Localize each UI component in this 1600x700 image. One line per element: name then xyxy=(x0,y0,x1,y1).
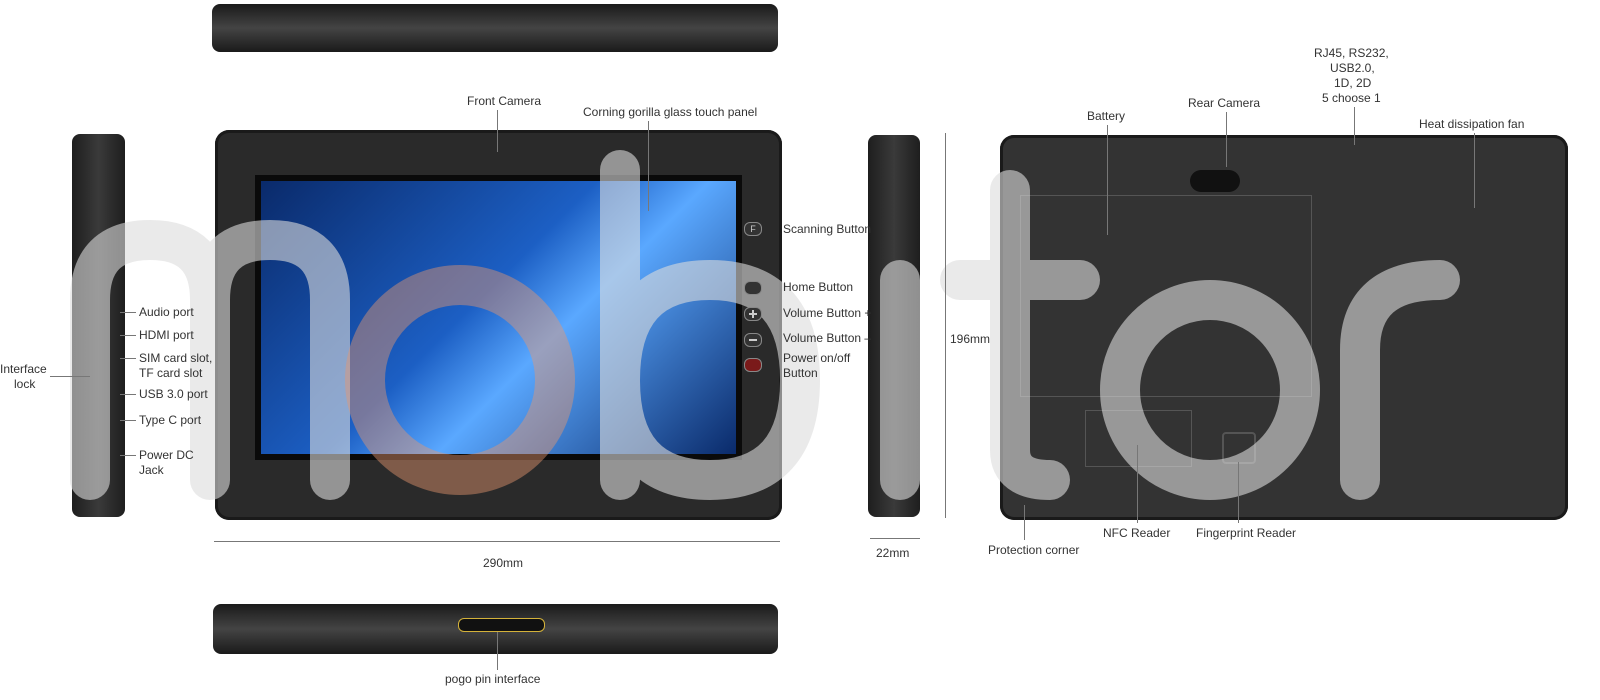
label-ports-1: RJ45, RS232, xyxy=(1314,46,1389,60)
label-fingerprint-reader: Fingerprint Reader xyxy=(1196,526,1297,540)
label-protection-corner: Protection corner xyxy=(988,543,1080,557)
label-power-button: Power on/off xyxy=(783,351,851,365)
label-interface: Interface xyxy=(0,362,47,376)
dimension-height: 196mm xyxy=(950,332,991,346)
label-power-dc: Power DC xyxy=(139,448,194,462)
label-volume-up: Volume Button + xyxy=(783,306,872,320)
dimension-depth: 22mm xyxy=(876,546,910,560)
tablet-right-side-view xyxy=(868,135,920,517)
label-usb3-port: USB 3.0 port xyxy=(139,387,208,401)
battery-cover xyxy=(1020,195,1312,397)
label-lock: lock xyxy=(14,377,36,391)
home-button[interactable] xyxy=(744,281,762,295)
tablet-top-view xyxy=(212,4,778,52)
rear-camera xyxy=(1190,170,1240,192)
pogo-pin-connector xyxy=(458,618,545,632)
scanning-button[interactable]: F xyxy=(744,222,762,236)
touch-screen xyxy=(255,175,742,460)
label-glass-panel: Corning gorilla glass touch panel xyxy=(583,105,758,119)
label-hdmi-port: HDMI port xyxy=(139,328,194,342)
label-rear-camera: Rear Camera xyxy=(1188,96,1261,110)
label-audio-port: Audio port xyxy=(139,305,194,319)
label-front-camera: Front Camera xyxy=(467,94,542,108)
tablet-left-side-view xyxy=(72,134,125,517)
tablet-back-view xyxy=(1000,135,1568,520)
power-button[interactable] xyxy=(744,358,762,372)
label-power-button-2: Button xyxy=(783,366,818,380)
label-battery: Battery xyxy=(1087,109,1126,123)
tablet-bottom-view xyxy=(213,604,778,654)
fingerprint-sensor xyxy=(1222,432,1256,464)
label-fan: Heat dissipation fan xyxy=(1419,117,1525,131)
volume-down-button[interactable] xyxy=(744,333,762,347)
tablet-front-view xyxy=(215,130,782,520)
label-tf-slot: TF card slot xyxy=(139,366,203,380)
label-pogo-pin: pogo pin interface xyxy=(445,672,541,686)
label-volume-down: Volume Button – xyxy=(783,331,872,345)
label-type-c-port: Type C port xyxy=(139,413,202,427)
nfc-area xyxy=(1085,410,1192,467)
label-ports-3: 1D, 2D xyxy=(1334,76,1372,90)
label-home-button: Home Button xyxy=(783,280,854,294)
label-jack: Jack xyxy=(139,463,164,477)
label-sim-slot: SIM card slot, xyxy=(139,351,213,365)
label-ports-2: USB2.0, xyxy=(1330,61,1375,75)
dimension-width: 290mm xyxy=(483,556,524,570)
label-ports-4: 5 choose 1 xyxy=(1322,91,1381,105)
label-nfc-reader: NFC Reader xyxy=(1103,526,1171,540)
label-scanning-button: Scanning Button xyxy=(783,222,872,236)
volume-up-button[interactable] xyxy=(744,307,762,321)
